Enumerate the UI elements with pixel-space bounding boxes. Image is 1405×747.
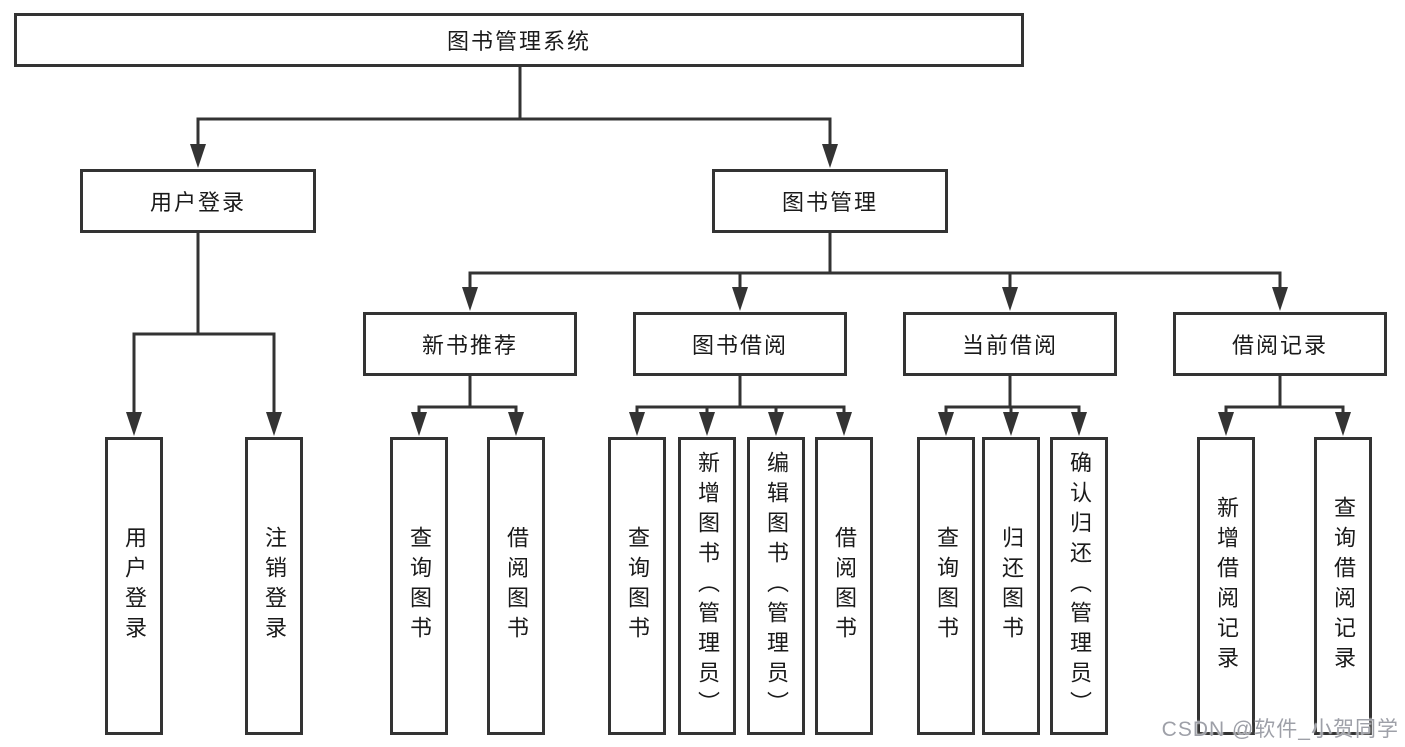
arrowhead-icon	[1071, 412, 1087, 436]
node-login: 用户登录	[80, 169, 316, 233]
node-bw-edit: 编辑图书（管理员）	[747, 437, 805, 735]
arrowhead-icon	[732, 287, 748, 311]
arrowhead-icon	[699, 412, 715, 436]
arrowhead-icon	[822, 144, 838, 168]
node-rc-query: 查询借阅记录	[1314, 437, 1372, 735]
node-cu-return: 归还图书	[982, 437, 1040, 735]
arrowhead-icon	[768, 412, 784, 436]
arrowhead-icon	[629, 412, 645, 436]
node-rc-add: 新增借阅记录	[1197, 437, 1255, 735]
node-records: 借阅记录	[1173, 312, 1387, 376]
node-borrow: 图书借阅	[633, 312, 847, 376]
node-current: 当前借阅	[903, 312, 1117, 376]
arrowhead-icon	[836, 412, 852, 436]
arrowhead-icon	[938, 412, 954, 436]
node-newbook: 新书推荐	[363, 312, 577, 376]
node-manage: 图书管理	[712, 169, 948, 233]
node-cu-query: 查询图书	[917, 437, 975, 735]
arrowhead-icon	[190, 144, 206, 168]
arrowhead-icon	[1272, 287, 1288, 311]
arrowhead-icon	[411, 412, 427, 436]
arrowhead-icon	[266, 412, 282, 436]
arrowhead-icon	[126, 412, 142, 436]
node-nb-query: 查询图书	[390, 437, 448, 735]
arrowhead-icon	[1002, 287, 1018, 311]
arrowhead-icon	[1218, 412, 1234, 436]
node-bw-borrow: 借阅图书	[815, 437, 873, 735]
arrowhead-icon	[508, 412, 524, 436]
node-bw-add: 新增图书（管理员）	[678, 437, 736, 735]
node-user-login: 用户登录	[105, 437, 163, 735]
node-nb-borrow: 借阅图书	[487, 437, 545, 735]
arrowhead-icon	[1335, 412, 1351, 436]
node-root: 图书管理系统	[14, 13, 1024, 67]
watermark: CSDN @软件_小贺同学	[1161, 718, 1399, 741]
node-logout: 注销登录	[245, 437, 303, 735]
arrowhead-icon	[1003, 412, 1019, 436]
node-bw-query: 查询图书	[608, 437, 666, 735]
node-cu-confirm: 确认归还（管理员）	[1050, 437, 1108, 735]
arrowhead-icon	[462, 287, 478, 311]
